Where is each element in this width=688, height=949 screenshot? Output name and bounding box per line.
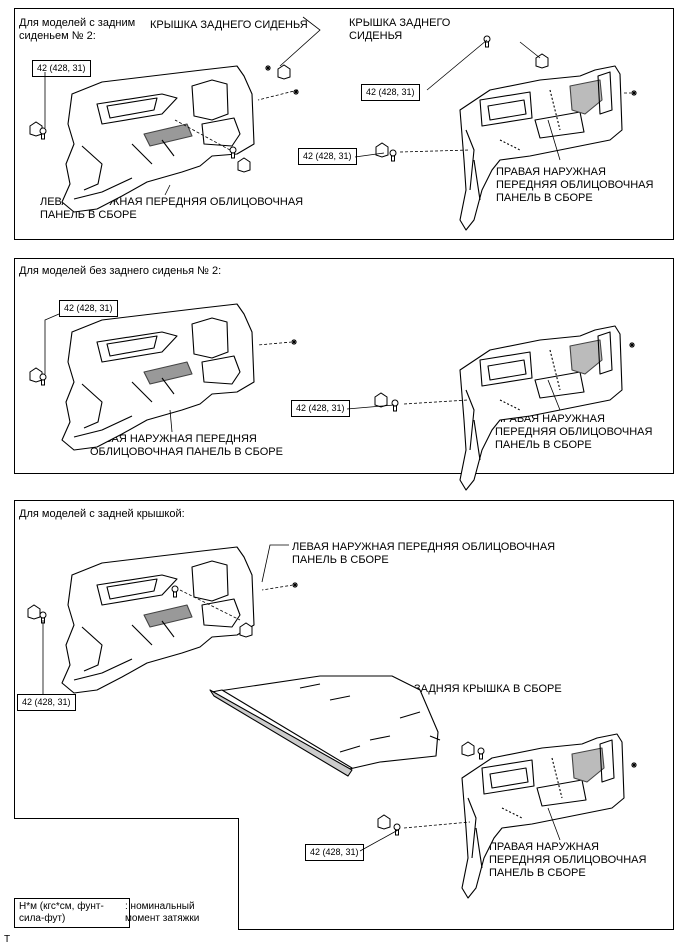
section-with-rear-seat (14, 8, 674, 240)
left-outer-front-trim-panel-label: ЛЕВАЯ НАРУЖНАЯ ПЕРЕДНЯЯ ОБЛИЦОВОЧНАЯ ПАН… (292, 541, 556, 566)
torque-spec: 42 (428, 31) (298, 148, 357, 165)
rear-cover-assembly-label: ЗАДНЯЯ КРЫШКА В СБОРЕ (414, 683, 562, 695)
torque-spec: 42 (428, 31) (361, 84, 420, 101)
torque-spec: 42 (428, 31) (59, 300, 118, 317)
right-outer-front-trim-panel-label: ПРАВАЯ НАРУЖНАЯ ПЕРЕДНЯЯ ОБЛИЦОВОЧНАЯ ПА… (495, 413, 653, 451)
right-outer-front-trim-panel-label: ПРАВАЯ НАРУЖНАЯ ПЕРЕДНЯЯ ОБЛИЦОВОЧНАЯ ПА… (489, 841, 647, 879)
rear-seat-cover-label-right: КРЫШКА ЗАДНЕГО СИДЕНЬЯ (349, 17, 451, 42)
section3-frame (14, 500, 674, 930)
section1-title: Для моделей с задним сиденьем № 2: (19, 17, 136, 42)
torque-spec: 42 (428, 31) (17, 694, 76, 711)
section-without-rear-seat (14, 258, 674, 474)
section2-title: Для моделей без заднего сиденья № 2: (19, 265, 222, 277)
figure-mark: T (4, 934, 11, 945)
torque-spec: 42 (428, 31) (305, 844, 364, 861)
section3-title: Для моделей с задней крышкой: (19, 508, 185, 520)
right-outer-front-trim-panel-label: ПРАВАЯ НАРУЖНАЯ ПЕРЕДНЯЯ ОБЛИЦОВОЧНАЯ ПА… (496, 166, 654, 204)
torque-spec: 42 (428, 31) (32, 60, 91, 77)
torque-unit-legend-description: : номинальный момент затяжки (125, 901, 200, 924)
rear-cover-assembly (209, 675, 441, 777)
left-outer-front-trim-panel-label: ЛЕВАЯ НАРУЖНАЯ ПЕРЕДНЯЯ ОБЛИЦОВОЧНАЯ ПАН… (90, 433, 283, 458)
torque-unit-legend-box: Н*м (кгс*см, фунт- сила-фут) (14, 898, 130, 928)
rear-seat-cover-label-left: КРЫШКА ЗАДНЕГО СИДЕНЬЯ (150, 19, 308, 31)
